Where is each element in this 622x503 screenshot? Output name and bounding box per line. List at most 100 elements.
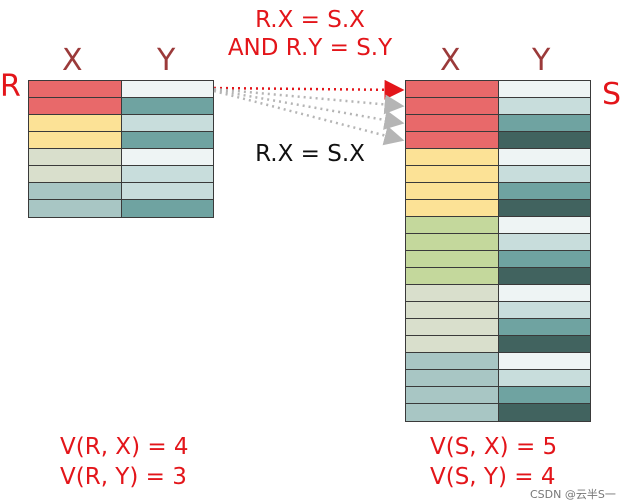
table-s-cell-y	[499, 302, 590, 318]
table-s-cell-y	[499, 404, 590, 421]
table-s-cell-x	[406, 183, 499, 199]
table-s-row	[406, 370, 590, 387]
table-s-cell-y	[499, 166, 590, 182]
table-s-cell-y	[499, 200, 590, 216]
table-s-cell-x	[406, 336, 499, 352]
table-s-cell-y	[499, 251, 590, 267]
table-s-col-y: Y	[532, 43, 551, 78]
table-s-cell-y	[499, 234, 590, 250]
table-r-cell-x	[29, 149, 122, 165]
gray-match-arrow-1	[213, 87, 405, 115]
table-s-row	[406, 132, 590, 149]
table-s-cell-x	[406, 319, 499, 335]
table-s-row	[406, 319, 590, 336]
table-s-cell-y	[499, 183, 590, 199]
table-r-row	[29, 166, 213, 183]
table-s-row	[406, 353, 590, 370]
table-s-row	[406, 217, 590, 234]
stat-r-x: V(R, X) = 4	[60, 434, 189, 460]
table-s-cell-x	[406, 115, 499, 131]
table-s-row	[406, 115, 590, 132]
table-s-cell-y	[499, 98, 590, 114]
table-s-cell-y	[499, 217, 590, 233]
table-r-cell-x	[29, 166, 122, 182]
table-r-row	[29, 98, 213, 115]
table-r-cell-y	[122, 132, 213, 148]
table-r-row	[29, 183, 213, 200]
table-r-cell-y	[122, 183, 213, 199]
table-r-cell-y	[122, 200, 213, 217]
stats-r: V(R, X) = 4 V(R, Y) = 3	[60, 432, 189, 492]
table-s-cell-x	[406, 251, 499, 267]
table-s-row	[406, 404, 590, 421]
stats-s: V(S, X) = 5 V(S, Y) = 4	[430, 432, 557, 492]
table-s-cell-x	[406, 149, 499, 165]
condition-line-1: R.X = S.X	[255, 7, 365, 33]
table-r-cell-y	[122, 115, 213, 131]
gray-match-arrow-2	[213, 88, 405, 130]
table-r-cell-y	[122, 149, 213, 165]
table-r-cell-x	[29, 115, 122, 131]
table-s-cell-x	[406, 132, 499, 148]
table-s-cell-y	[499, 370, 590, 386]
table-s-cell-x	[406, 217, 499, 233]
table-s-cell-x	[406, 200, 499, 216]
table-s-cell-x	[406, 387, 499, 403]
table-s-cell-x	[406, 404, 499, 421]
gray-match-arrow-3	[213, 89, 405, 146]
table-s-cell-y	[499, 149, 590, 165]
table-s-cell-y	[499, 336, 590, 352]
table-r-cell-y	[122, 166, 213, 182]
table-s-row	[406, 149, 590, 166]
table-s-row	[406, 336, 590, 353]
table-s-cell-y	[499, 353, 590, 369]
table-r-cell-x	[29, 132, 122, 148]
stat-s-x: V(S, X) = 5	[430, 434, 558, 460]
table-s-col-x: X	[440, 43, 461, 78]
table-s-cell-x	[406, 285, 499, 301]
table-s-cell-y	[499, 115, 590, 131]
table-r-label: R	[0, 69, 21, 104]
table-r	[28, 80, 214, 218]
table-r-col-x: X	[62, 43, 83, 78]
table-s-row	[406, 98, 590, 115]
watermark: CSDN @云半S一	[530, 488, 616, 501]
table-s-cell-x	[406, 353, 499, 369]
red-match-arrow	[213, 79, 405, 100]
table-s-row	[406, 387, 590, 404]
table-r-cell-x	[29, 200, 122, 217]
stat-s-y: V(S, Y) = 4	[430, 464, 556, 490]
table-s-row	[406, 166, 590, 183]
table-s-row	[406, 234, 590, 251]
table-r-row	[29, 149, 213, 166]
table-s-cell-x	[406, 234, 499, 250]
table-s-cell-x	[406, 302, 499, 318]
table-r-row	[29, 81, 213, 98]
table-s-cell-y	[499, 268, 590, 284]
table-r-cell-x	[29, 183, 122, 199]
table-s-cell-y	[499, 132, 590, 148]
table-s-row	[406, 200, 590, 217]
stat-r-y: V(R, Y) = 3	[60, 464, 187, 490]
table-s-row	[406, 251, 590, 268]
table-r-col-y: Y	[157, 43, 176, 78]
table-s-row	[406, 285, 590, 302]
table-s-row	[406, 81, 590, 98]
table-s-row	[406, 183, 590, 200]
table-s-row	[406, 302, 590, 319]
table-s-cell-y	[499, 319, 590, 335]
table-s-cell-y	[499, 387, 590, 403]
table-s-cell-x	[406, 98, 499, 114]
table-s-cell-x	[406, 81, 499, 97]
table-s-cell-y	[499, 81, 590, 97]
table-r-cell-x	[29, 81, 122, 97]
table-s-cell-x	[406, 268, 499, 284]
table-r-cell-x	[29, 98, 122, 114]
table-s-label: S	[602, 77, 622, 112]
condition-line-2: AND R.Y = S.Y	[227, 35, 393, 61]
table-s-cell-y	[499, 285, 590, 301]
table-s-cell-x	[406, 370, 499, 386]
table-r-cell-y	[122, 98, 213, 114]
table-s	[405, 80, 591, 422]
table-r-row	[29, 132, 213, 149]
